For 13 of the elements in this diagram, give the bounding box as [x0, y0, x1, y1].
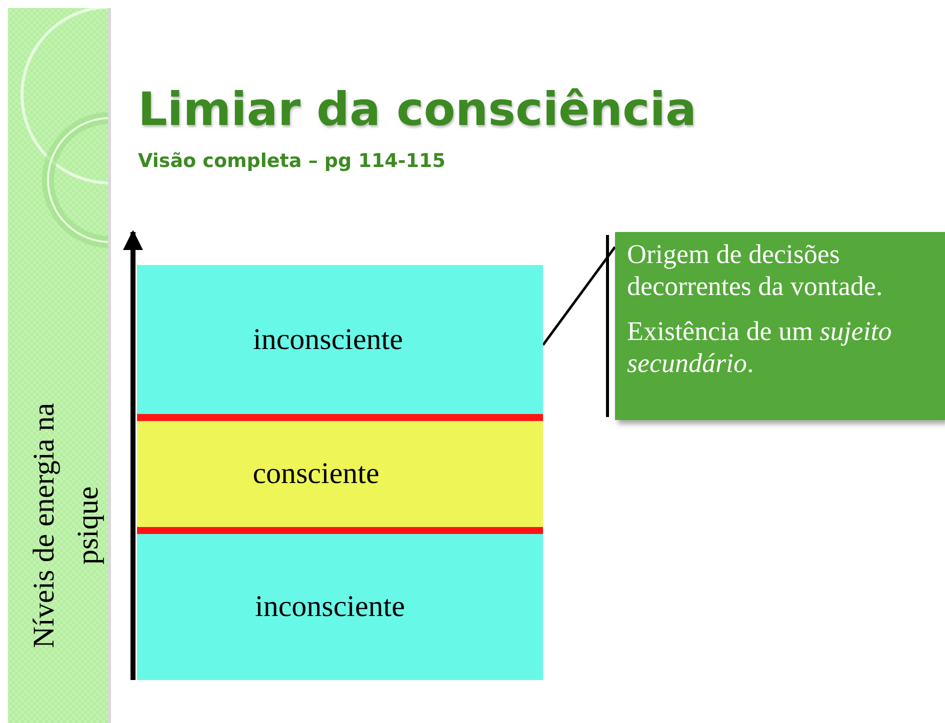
subtitle: Visão completa – pg 114-115 — [138, 150, 446, 172]
callout-text: Existência de um sujeito secundário. — [627, 314, 893, 380]
callout-box — [615, 232, 945, 420]
band-label: inconsciente — [255, 590, 405, 624]
level-band — [137, 534, 543, 680]
band-label: inconsciente — [253, 322, 403, 356]
leader-line — [542, 246, 616, 346]
level-band — [137, 421, 543, 527]
band-label: consciente — [252, 457, 380, 491]
axis-label: Níveis de energia na psique — [26, 402, 105, 650]
title: Limiar da consciência — [138, 82, 697, 136]
callout-text: Origem de decisões decorrentes da vontade. — [627, 238, 884, 303]
level-band — [137, 265, 543, 414]
